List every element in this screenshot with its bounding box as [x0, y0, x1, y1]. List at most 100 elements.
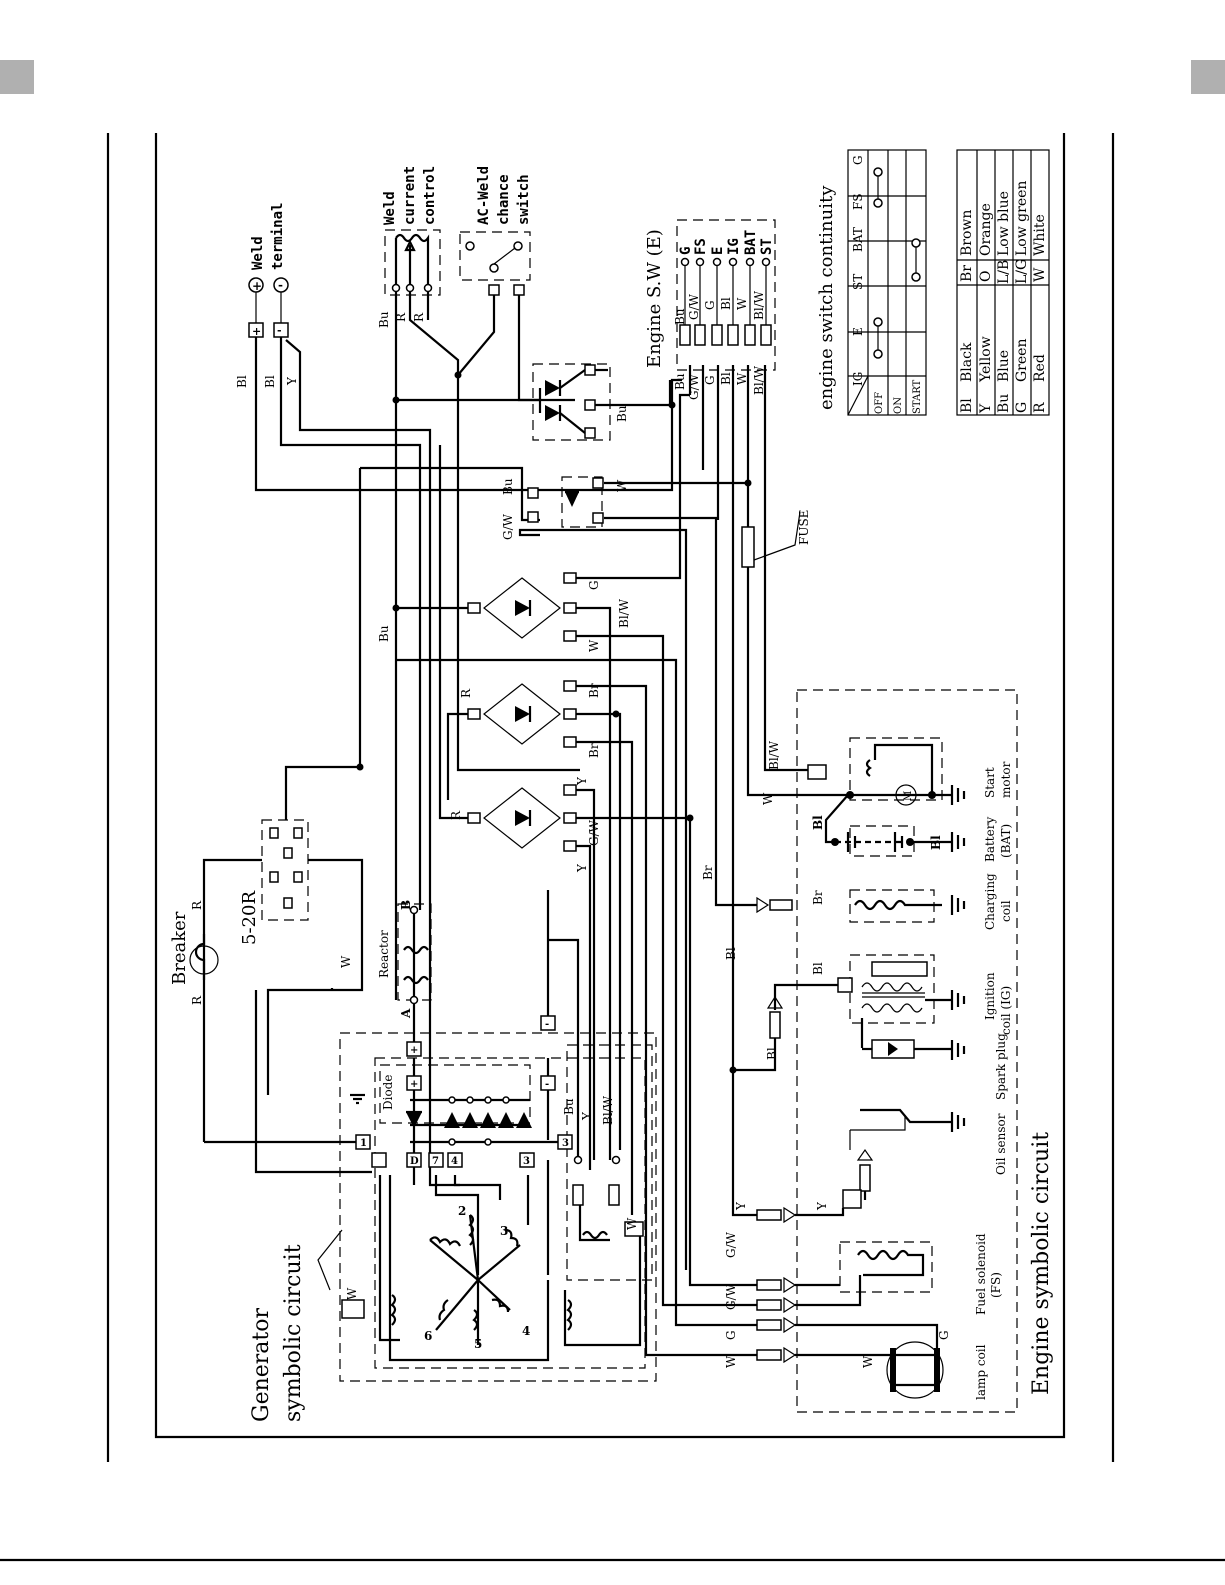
legend-code-4: G	[1014, 402, 1030, 413]
wire-label-blw-2: Bl/W	[752, 290, 766, 320]
legend-name-5: Red	[1032, 354, 1048, 382]
continuity-row-off: OFF	[874, 392, 885, 414]
legend-code2-1: Br	[959, 265, 975, 282]
wire-label-w-2: W	[615, 479, 629, 492]
corner-mark-left	[0, 60, 34, 94]
generator-dashed-region	[339, 1032, 657, 1382]
legend-name-3: Blue	[996, 350, 1012, 382]
term-d: D	[410, 1156, 419, 1167]
generator-title-line2: symbolic circuit	[281, 1244, 306, 1422]
wire-label-w-7: W	[861, 1355, 875, 1368]
wire-label-br-4: Br	[811, 890, 825, 905]
legend-name-4: Green	[1014, 339, 1030, 382]
legend-name2-4: Low green	[1014, 181, 1030, 256]
wire-label-bl-4: Bl	[719, 372, 733, 385]
outlet-label: 5-20R	[239, 891, 260, 945]
legend-name2-3: Low blue	[996, 191, 1012, 256]
continuity-row-on: ON	[893, 397, 904, 414]
wire-label-gw-3: G/W	[687, 293, 701, 320]
wire-labels: Bl Bl Y Bu R R Bu R R G Bl/W W Br Br Y G…	[190, 290, 951, 1368]
engine-title: Engine symbolic circuit	[1029, 1132, 1054, 1395]
wire-label-r-3: R	[459, 688, 473, 698]
legend-code-5: R	[1032, 402, 1048, 413]
weld-terminal-line1: Weld	[250, 236, 266, 270]
engine-switch-box	[676, 219, 776, 371]
svg-text:-: -	[278, 278, 283, 292]
winding-3-label: 3	[500, 1224, 508, 1238]
legend-name2-2: Orange	[978, 203, 994, 256]
diode-dashed-box	[379, 1064, 531, 1124]
legend-code-2: Y	[978, 403, 994, 414]
generator-title-leader	[317, 1229, 343, 1291]
sw-term-ig: IG	[726, 238, 742, 255]
legend-code-1: Bl	[959, 398, 975, 413]
wire-label-y-2: Y	[575, 776, 589, 786]
winding-4-label: 4	[522, 1324, 530, 1338]
battery-symbol	[824, 794, 952, 852]
svg-text:-: -	[277, 324, 282, 337]
fuel-solenoid-symbol	[756, 1249, 925, 1314]
svg-text:+: +	[252, 325, 261, 338]
wire-label-w-6: W	[724, 1355, 738, 1368]
spark-plug-label: Spark plug	[994, 1033, 1008, 1100]
wire-label-gw-5: G/W	[724, 1231, 738, 1258]
wire-label-w-3: W	[735, 297, 749, 310]
term-plus-b: +	[410, 1079, 418, 1090]
ignition-box	[849, 954, 935, 1024]
wire-label-y-4: Y	[734, 1201, 748, 1211]
weld-current-arrow	[404, 239, 416, 252]
term-3a: 3	[562, 1138, 569, 1149]
junction-dots	[356, 371, 752, 1074]
sw-term-e: E	[710, 247, 726, 255]
wire-label-bl-7: Bl	[765, 1047, 779, 1060]
wire-label-w-10: W	[625, 1217, 639, 1230]
battery-bl-mark: Bl	[811, 815, 825, 830]
term-7: 7	[432, 1156, 439, 1167]
winding-5-label: 5	[474, 1337, 482, 1351]
charging-line2: coil	[999, 900, 1013, 922]
color-legend-table	[956, 149, 1050, 416]
wire-label-bl-1: Bl	[235, 375, 249, 388]
lamp-coil-label: lamp coil	[974, 1344, 988, 1400]
fuse-leader	[753, 511, 801, 561]
wire-label-gw-4: G/W	[687, 373, 701, 400]
weld-diode-box	[532, 363, 611, 441]
weld-diode-symbols	[538, 364, 596, 439]
wiring-lines	[202, 288, 850, 1362]
wire-label-blw-1: Bl/W	[617, 598, 631, 628]
start-motor-line1: Start	[983, 767, 997, 798]
wire-label-bu-3: Bu	[501, 478, 515, 495]
legend-name2-1: Brown	[959, 210, 975, 256]
wire-label-r-2: R	[412, 312, 426, 322]
sw-term-st: ST	[759, 238, 775, 255]
wire-label-gw-6: G/W	[724, 1283, 738, 1310]
oil-sensor-label: Oil sensor	[994, 1113, 1008, 1175]
wire-label-r-4: R	[449, 810, 463, 820]
battery-box	[849, 825, 915, 857]
term-1: 1	[360, 1138, 367, 1149]
battery-line2: (BAT)	[999, 824, 1013, 858]
wire-label-bl-5: Bl	[724, 947, 738, 960]
weld-switch-line1: AC-Weld	[476, 166, 492, 225]
aux-diode-box	[561, 476, 603, 528]
aux-diode-symbol	[527, 477, 604, 524]
continuity-row-start: START	[912, 379, 923, 414]
continuity-col-bat: BAT	[851, 227, 865, 252]
battery-line1: Battery	[983, 817, 997, 862]
legend-code2-5: W	[1032, 267, 1048, 282]
wire-label-br-2: Br	[587, 743, 601, 758]
start-motor-box	[849, 737, 943, 801]
generator-title-line1: Generator	[249, 1307, 274, 1422]
wire-label-bl-3: Bl	[719, 297, 733, 310]
term-minus-b: -	[545, 1079, 549, 1090]
sw-term-fs: FS	[693, 238, 709, 255]
continuity-title: engine switch continuity	[816, 185, 837, 410]
reactor-coil	[403, 945, 429, 985]
wire-label-w-1: W	[587, 639, 601, 652]
wire-label-w-5: W	[761, 792, 775, 805]
wire-label-g-4: G	[724, 1330, 738, 1340]
wire-label-g-1: G	[587, 580, 601, 590]
breaker-label: Breaker	[169, 911, 190, 985]
continuity-col-fs: FS	[851, 193, 865, 210]
wire-label-bu-5: Bu	[673, 308, 687, 325]
